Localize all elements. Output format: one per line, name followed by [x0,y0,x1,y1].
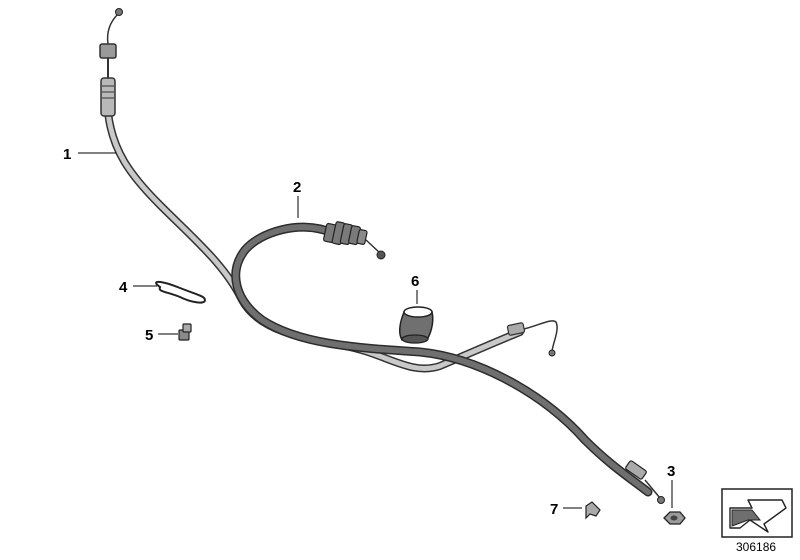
cable-1-inner-wire [106,13,119,45]
callout-1: 1 [63,146,71,163]
callout-2: 2 [293,179,301,196]
callout-5: 5 [145,327,153,344]
hex-nut-part-3[interactable] [663,480,686,525]
cable-part-2[interactable] [231,196,665,504]
callout-4: 4 [119,279,128,296]
callout-7: 7 [550,501,558,518]
cable-clip-part-4[interactable] [133,280,207,304]
clamp-shape [585,501,601,520]
cable-1-ferrule [100,77,116,117]
cable-2-body [232,224,651,495]
screw-part-5[interactable] [158,323,192,341]
cable-2-outline [231,222,653,497]
cable-2-boot [323,221,368,246]
direction-arrow-icon[interactable] [721,488,793,538]
cable-1-adjuster [99,43,117,59]
arrow-fill [731,509,762,527]
cable-1-nipple [115,8,123,16]
cable-1-body [105,109,523,371]
callout-6: 6 [411,273,419,290]
clip-loop [155,280,207,304]
clamp-part-7[interactable] [563,501,601,520]
throttle-cable-part-1[interactable] [78,8,558,373]
cable-1-end-wire [523,320,558,353]
callout-3: 3 [667,463,675,480]
cable-2-nipple [376,250,386,260]
rubber-sleeve-part-6[interactable] [399,290,434,344]
cable-2-end-fitting [625,460,647,480]
arrow-outline [729,499,787,533]
diagram-reference-number: 306186 [736,540,777,554]
cable-1-outline [104,108,524,373]
